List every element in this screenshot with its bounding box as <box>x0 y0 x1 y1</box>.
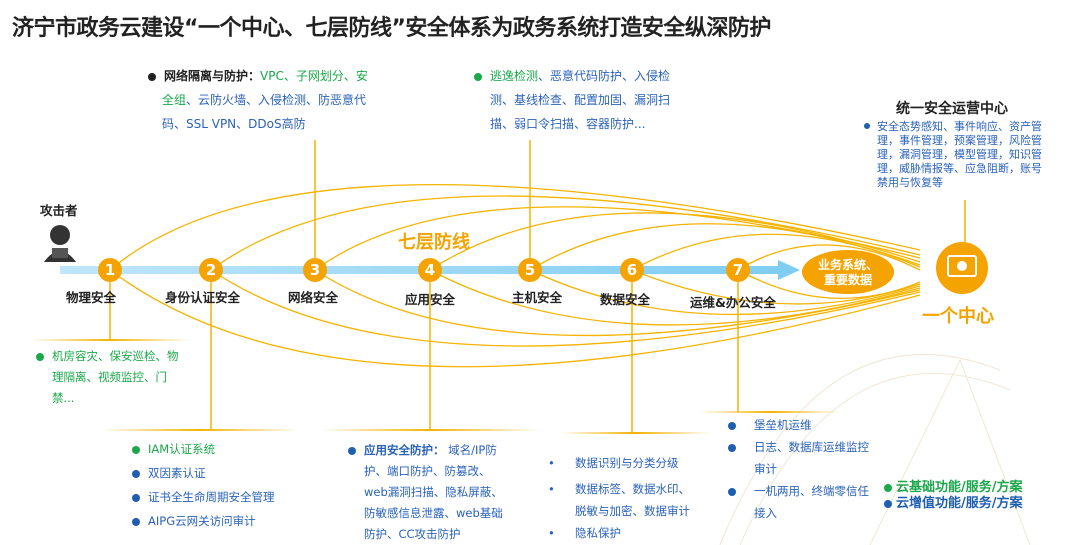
callout-text: 描、弱口令扫描、容器防护... <box>490 117 646 131</box>
soc-callout: 安全态势感知、事件响应、资产管理，事件管理，预案管理，风险管理，漏洞管理，模型管… <box>864 120 1042 190</box>
item-text: 堡垒机运维 <box>754 418 812 432</box>
core-ellipse <box>802 250 894 294</box>
node-label: 数据安全 <box>600 292 651 307</box>
bullet-icon <box>148 72 156 81</box>
callout-text: 理，威胁情报等、应急阻断，账号 <box>877 162 1042 175</box>
item-text: 接入 <box>754 506 777 520</box>
item-text: 双因素认证 <box>148 466 206 480</box>
callout-head: 应用安全防护： <box>364 443 445 457</box>
list-item: 证书全生命周期安全管理 <box>132 485 275 509</box>
attacker-label: 攻击者 <box>40 203 78 218</box>
bullet-icon <box>36 352 44 361</box>
item-text: 审计 <box>754 462 777 476</box>
bullet-icon <box>884 499 892 508</box>
bullet-icon <box>348 446 356 455</box>
item-text: 日志、数据库运维监控 <box>754 440 869 454</box>
seven-lines-label: 七层防线 <box>398 232 470 253</box>
callout-text: 、恶意代码防护、入侵检 <box>538 69 671 83</box>
identity-list: IAM认证系统 双因素认证 证书全生命周期安全管理 AIPG云网关访问审计 <box>132 437 275 533</box>
callout-text: 安全态势感知、事件响应、资产管 <box>877 120 1042 133</box>
bullet-icon <box>132 493 140 502</box>
data-callout: • 数据识别与分类分级 • 数据标签、数据水印、 脱敏与加密、数据审计 • 隐私保护 <box>548 452 690 544</box>
ops-callout: 堡垒机运维 日志、数据库运维监控 审计 一机两用、终端零信任 接入 <box>728 414 869 524</box>
callout-text: VPC、子网划分、安 <box>260 69 368 83</box>
node-label: 主机安全 <box>512 290 563 305</box>
callout-text: 测、基线检查、配置加固、漏洞扫 <box>490 93 671 107</box>
core-line: 重要数据 <box>823 273 872 287</box>
callout-text: 理，漏洞管理，模型管理，知识管 <box>877 148 1042 161</box>
callout-text: 防敏感信息泄露、web基础 <box>364 506 503 520</box>
item-text: 证书全生命周期安全管理 <box>148 490 275 504</box>
bullet-icon <box>132 517 140 526</box>
node-label: 身份认证安全 <box>165 290 241 305</box>
callout-text: 码、SSL VPN、DDoS高防 <box>162 117 306 131</box>
node-label: 运维&办公安全 <box>690 295 776 310</box>
legend-basic: 云基础功能/服务/方案 <box>884 480 1023 496</box>
bullet-icon <box>728 443 736 452</box>
callout-text: 、云防火墙、入侵检测、防恶意代 <box>186 93 367 107</box>
callout-text: 理隔离、视频监控、门 <box>52 370 167 384</box>
bullet-icon <box>864 123 870 129</box>
app-callout: 应用安全防护： 域名/IP防 护、端口防护、防篡改、 web漏洞扫描、隐私屏蔽、… <box>348 440 503 545</box>
callout-text: 机房容灾、保安巡检、物 <box>52 349 179 363</box>
host-callout: 逃逸检测、恶意代码防护、入侵检 测、基线检查、配置加固、漏洞扫 描、弱口令扫描、… <box>474 64 670 136</box>
item-text: AIPG云网关访问审计 <box>148 514 256 528</box>
item-text: 数据标签、数据水印、 <box>575 482 690 496</box>
bullet-icon: • <box>548 526 555 540</box>
network-callout: 网络隔离与防护：VPC、子网划分、安 全组、云防火墙、入侵检测、防恶意代 码、S… <box>148 64 368 136</box>
node-label: 网络安全 <box>288 290 339 305</box>
item-text: 隐私保护 <box>575 526 621 540</box>
node-4: 4 <box>418 258 442 282</box>
node-2: 2 <box>199 258 223 282</box>
item-text: IAM认证系统 <box>148 442 216 456</box>
center-label: 一个中心 <box>922 306 994 327</box>
callout-text: 禁... <box>52 391 75 405</box>
callout-text: 理，事件管理，预案管理，风险管 <box>877 134 1042 147</box>
node-7: 7 <box>726 258 750 282</box>
legend-text: 云增值功能/服务/方案 <box>896 496 1023 511</box>
core-label: 业务系统、重要数据 <box>810 258 886 288</box>
soc-title: 统一安全运营中心 <box>896 101 1008 117</box>
callout-text: web漏洞扫描、隐私屏蔽、 <box>364 485 503 499</box>
watermark-arcs <box>719 354 1031 545</box>
item-text: 一机两用、终端零信任 <box>754 484 869 498</box>
core-line: 业务系统、 <box>817 258 878 272</box>
legend: 云基础功能/服务/方案 云增值功能/服务/方案 <box>884 480 1023 512</box>
callout-text: 逃逸检测 <box>490 69 539 83</box>
item-text: 脱敏与加密、数据审计 <box>575 504 690 518</box>
callout-text: 护、端口防护、防篡改、 <box>364 464 491 478</box>
list-item: AIPG云网关访问审计 <box>132 509 275 533</box>
bullet-icon <box>728 421 736 430</box>
bullet-icon: • <box>548 456 555 470</box>
bullet-icon <box>474 72 482 81</box>
list-item: IAM认证系统 <box>132 437 275 461</box>
node-6: 6 <box>620 258 644 282</box>
callout-text: 域名/IP防 <box>444 443 497 457</box>
callout-text: 禁用与恢复等 <box>877 176 943 189</box>
bullet-icon <box>884 483 892 492</box>
bullet-icon <box>132 445 140 454</box>
page-title: 济宁市政务云建设“一个中心、七层防线”安全体系为政务系统打造安全纵深防护 <box>12 16 771 41</box>
attacker-icon <box>44 225 76 262</box>
item-text: 数据识别与分类分级 <box>575 456 679 470</box>
node-1: 1 <box>98 258 122 282</box>
bullet-icon <box>728 487 736 496</box>
callout-text: 全组 <box>162 93 187 107</box>
legend-value-added: 云增值功能/服务/方案 <box>884 496 1023 512</box>
node-3: 3 <box>303 258 327 282</box>
legend-text: 云基础功能/服务/方案 <box>896 480 1023 495</box>
callout-text: 防护、CC攻击防护 <box>364 527 461 541</box>
node-label: 应用安全 <box>405 292 456 307</box>
bullet-icon: • <box>548 482 555 496</box>
node-label: 物理安全 <box>66 290 117 305</box>
callout-head: 网络隔离与防护： <box>164 69 261 83</box>
bullet-icon <box>132 469 140 478</box>
node-5: 5 <box>518 258 542 282</box>
arc-lines <box>109 184 921 368</box>
physical-callout: 机房容灾、保安巡检、物 理隔离、视频监控、门 禁... <box>36 346 179 409</box>
list-item: 双因素认证 <box>132 461 275 485</box>
